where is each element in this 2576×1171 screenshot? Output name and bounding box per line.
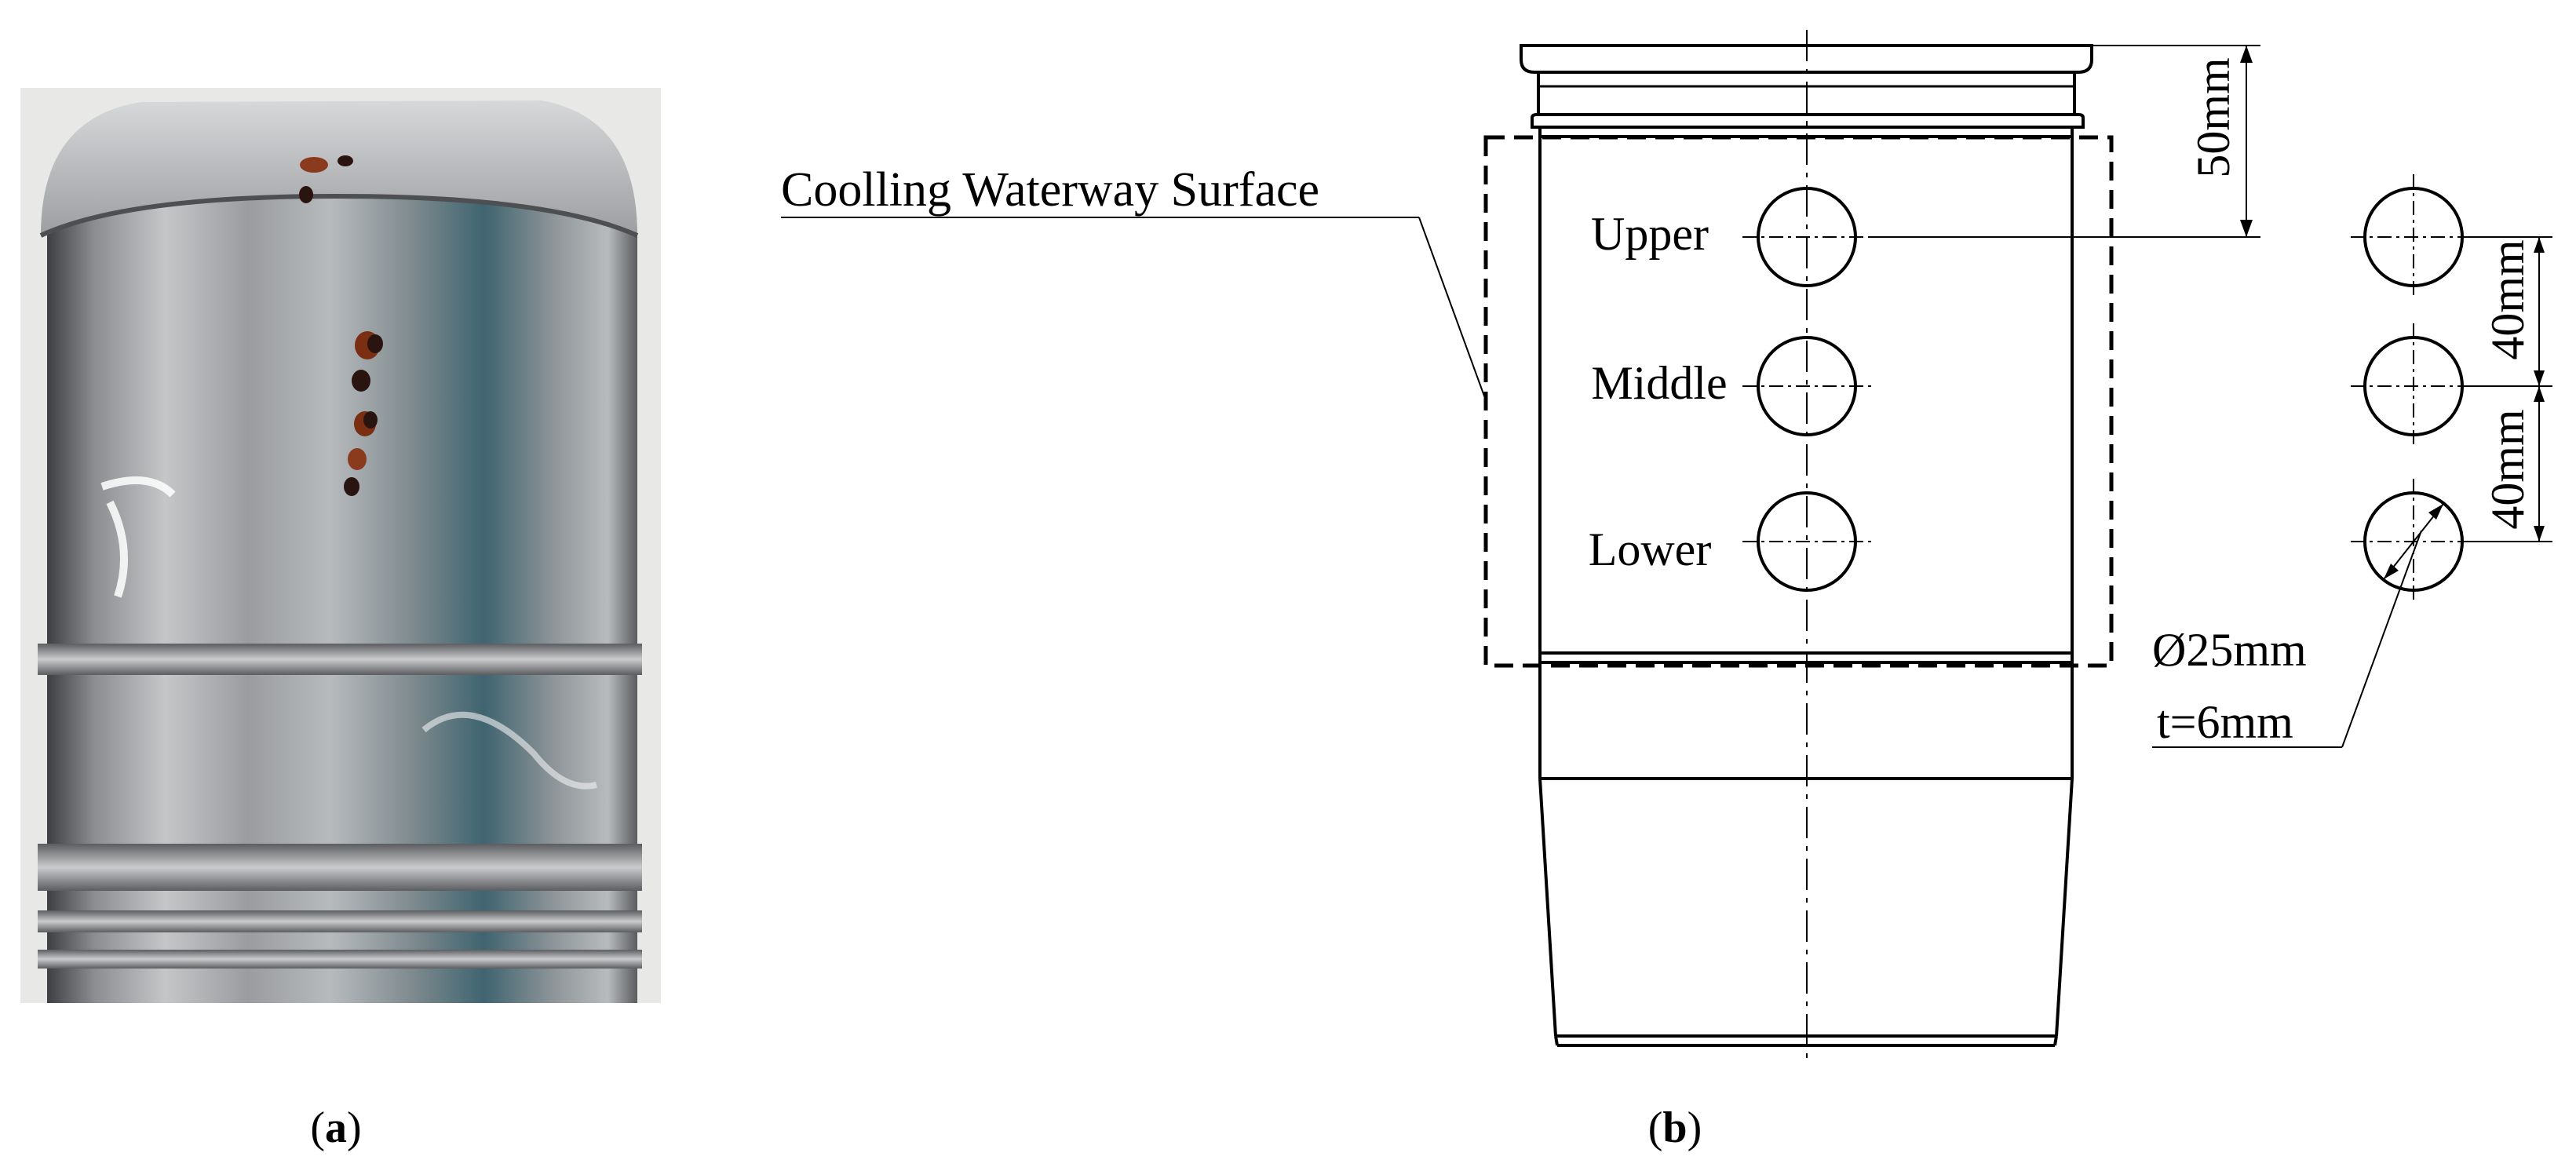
liner-band-3 (38, 910, 642, 932)
liner-band-4 (38, 950, 642, 969)
diameter-arrow-2 (2384, 564, 2399, 579)
detached-sample-middle (2351, 323, 2476, 449)
sample-upper (1742, 187, 1871, 287)
liner-body (47, 169, 637, 1003)
liner-highlight (100, 476, 176, 598)
skirt-left (1538, 778, 1557, 1037)
panel-b-drawing (781, 30, 2552, 1058)
dim50-arrow-bottom (2240, 220, 2253, 237)
caption-a-letter: a (325, 1104, 347, 1152)
skirt-bottom-edge-r (2053, 1035, 2058, 1046)
diameter-label: Ø25mm (2152, 624, 2307, 676)
diameter-leader (2341, 530, 2422, 748)
top-flange (1520, 44, 2093, 74)
position-label-middle: Middle (1591, 357, 1727, 409)
caption-a: (a) (310, 1104, 361, 1152)
liner-band-1 (38, 644, 642, 675)
sample-lower (1742, 491, 1871, 592)
dim50-arrow-top (2240, 46, 2253, 63)
corrosion-pits (299, 155, 383, 496)
skirt-bottom-edge-l (1554, 1035, 1559, 1046)
position-label-lower: Lower (1589, 523, 1712, 575)
surface-label-leader (1418, 217, 1487, 401)
dim40-1-arrow-bottom (2534, 370, 2545, 386)
dim-40mm-label-1: 40mm (2482, 239, 2534, 359)
diameter-arrow-1 (2428, 504, 2443, 520)
dim40-2-arrow-top (2534, 386, 2545, 402)
position-label-upper: Upper (1591, 208, 1709, 260)
detached-sample-upper (2351, 174, 2476, 300)
dim-50mm-label: 50mm (2187, 57, 2239, 177)
liner-band-2 (38, 844, 642, 891)
skirt-right (2055, 778, 2074, 1037)
dim40-1-arrow-top (2534, 237, 2545, 253)
flange-collar (1531, 113, 2085, 129)
caption-b-letter: b (1662, 1104, 1687, 1152)
liner-highlight-2 (421, 711, 597, 790)
liner-top-edge (39, 193, 639, 238)
dim40-2-arrow-bottom (2534, 526, 2545, 542)
thickness-label: t=6mm (2157, 696, 2293, 748)
surface-label: Coolling Waterway Surface (781, 163, 1319, 217)
dim-40mm-label-2: 40mm (2482, 409, 2534, 529)
waterway-surface-box (1483, 135, 2114, 668)
panel-a-photo (20, 88, 661, 1003)
caption-b: (b) (1648, 1104, 1702, 1152)
